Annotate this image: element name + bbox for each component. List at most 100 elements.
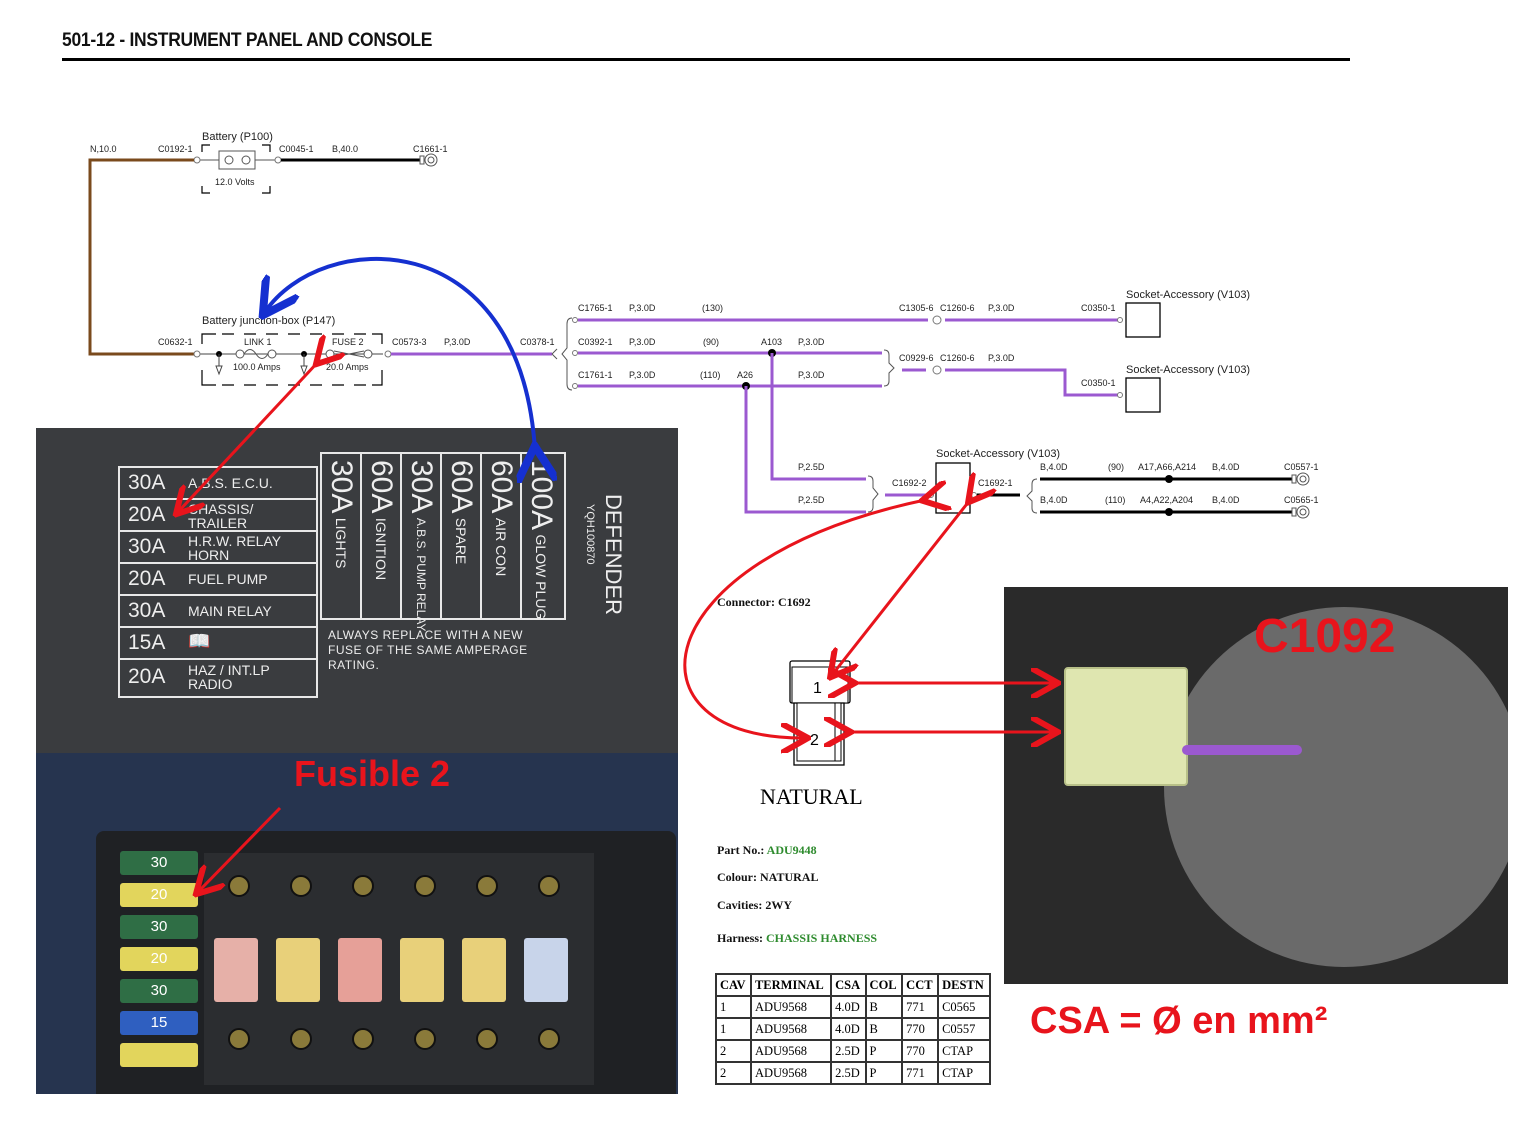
screw-icon xyxy=(352,1028,374,1050)
harness-value: CHASSIS HARNESS xyxy=(766,931,878,945)
battery-p100: Battery (P100) 12.0 Volts N,10.0 C0192-1… xyxy=(90,131,448,194)
battery-voltage: 12.0 Volts xyxy=(215,177,255,187)
csa-note: CSA = Ø en mm² xyxy=(1030,1000,1328,1042)
connector-body xyxy=(1064,667,1188,786)
ground1-splices: A17,A66,A214 xyxy=(1138,462,1196,472)
battery-left-conn: C0192-1 xyxy=(158,144,193,154)
link-rating: 100.0 Amps xyxy=(233,362,281,372)
branch2-inline-b: C1260-6 xyxy=(940,353,975,363)
ground1-end-conn: C0557-1 xyxy=(1284,462,1319,472)
screw-icon xyxy=(476,875,498,897)
photo-background xyxy=(1164,607,1508,967)
ground1-circuit: (90) xyxy=(1108,462,1124,472)
ground1-wire: B,4.0D xyxy=(1040,462,1068,472)
part-code: YQH100870 xyxy=(584,504,596,565)
branch1-end-conn: C0350-1 xyxy=(1081,303,1116,313)
socket3-in-conn: C1692-2 xyxy=(892,478,927,488)
wire-n10 xyxy=(88,158,194,356)
mini-fuse: 20 xyxy=(120,947,198,971)
purple-wire xyxy=(1182,745,1302,755)
screw-icon xyxy=(228,875,250,897)
maxi-fuse-legend: 30A LIGHTS 60A IGNITION 30A A.B.S. PUMP … xyxy=(320,452,566,631)
branch1-inline-b: C1260-6 xyxy=(940,303,975,313)
maxi-fuse xyxy=(524,938,568,1002)
legend-column: 30A LIGHTS xyxy=(322,454,362,618)
battery-right-wire: B,40.0 xyxy=(332,144,358,154)
mini-fuse: 20 xyxy=(120,883,198,907)
screw-icon xyxy=(538,1028,560,1050)
junction-output-conn: C0573-3 xyxy=(392,337,427,347)
connector-c1692-drawing: 1 2 xyxy=(789,660,851,766)
socket3-feed-wire-2: P,2.5D xyxy=(798,495,825,505)
maxi-fuse xyxy=(400,938,444,1002)
colour-value: NATURAL xyxy=(760,870,819,884)
ground2-splices: A4,A22,A204 xyxy=(1140,495,1193,505)
screw-icon xyxy=(290,875,312,897)
maxi-fuse-row xyxy=(214,938,574,1002)
battery-left-wire: N,10.0 xyxy=(90,144,117,154)
screw-icon xyxy=(538,875,560,897)
part-number: ADU9448 xyxy=(766,843,817,857)
branch2-wire3: P,3.0D xyxy=(988,353,1015,363)
branch2-circuit: (90) xyxy=(703,337,719,347)
socket1-box xyxy=(1125,302,1161,338)
mini-fuse: 30 xyxy=(120,915,198,939)
battery-minus-icon xyxy=(241,155,251,165)
inline-connector-icon xyxy=(932,365,942,375)
harness-line: Harness: CHASSIS HARNESS xyxy=(717,931,878,945)
maxi-fuse xyxy=(338,938,382,1002)
branch1-inline-a: C1305-6 xyxy=(899,303,934,313)
ground2-wire: B,4.0D xyxy=(1040,495,1068,505)
legend-column: 100A GLOW PLUG xyxy=(525,460,558,620)
socket-3: Socket-Accessory (V103) P,2.5D P,2.5D C1… xyxy=(798,448,1319,519)
ground-eyelet-icon xyxy=(424,153,438,167)
maxi-fuse xyxy=(276,938,320,1002)
ground-eyelet-icon xyxy=(1296,472,1310,486)
screw-icon xyxy=(476,1028,498,1050)
ground2-circuit: (110) xyxy=(1105,495,1125,505)
battery-plus-icon xyxy=(224,155,234,165)
screw-icon xyxy=(414,875,436,897)
connector-pin xyxy=(274,156,282,164)
fuse2-label: FUSE 2 xyxy=(332,337,364,347)
mini-fuse xyxy=(120,1043,198,1067)
branch1-circuit: (130) xyxy=(702,303,723,313)
socket1-label: Socket-Accessory (V103) xyxy=(1126,289,1250,301)
branch-2: C0392-1 P,3.0D (90) A103 P,3.0D C0929-6 … xyxy=(572,337,1250,413)
socket3-out-conn: C1692-1 xyxy=(978,478,1013,488)
colour-line: Colour: NATURAL xyxy=(717,870,819,884)
connector-title: Connector: C1692 xyxy=(717,595,811,609)
legend-column: 60A IGNITION xyxy=(362,454,402,618)
mini-fuse: 15 xyxy=(120,1011,198,1035)
branch-1: C1765-1 P,3.0D (130) C1305-6 C1260-6 P,3… xyxy=(572,289,1250,338)
socket3-label: Socket-Accessory (V103) xyxy=(936,448,1060,460)
cavities-value: 2WY xyxy=(765,898,792,912)
branch1-conn: C1765-1 xyxy=(578,303,613,313)
battery-junction-box: Battery junction-box (P147) C0632-1 LINK… xyxy=(158,315,558,386)
connector-c1092-photo: C1092 xyxy=(1004,587,1508,984)
link-fuse-symbol xyxy=(235,349,277,359)
junction-input-conn: C0632-1 xyxy=(158,337,193,347)
ground2-wire2: B,4.0D xyxy=(1212,495,1240,505)
socket2-box xyxy=(1125,377,1161,413)
splice-a103: A103 xyxy=(761,337,782,347)
part-number-line: Part No.: ADU9448 xyxy=(717,843,817,857)
junction-box-title: Battery junction-box (P147) xyxy=(202,315,335,327)
screw-icon xyxy=(228,1028,250,1050)
battery-title: Battery (P100) xyxy=(202,131,273,143)
splice-a26: A26 xyxy=(737,370,753,380)
legend-row: 15A📖 xyxy=(120,628,316,660)
connector-pin xyxy=(193,156,201,164)
screw-icon xyxy=(352,875,374,897)
